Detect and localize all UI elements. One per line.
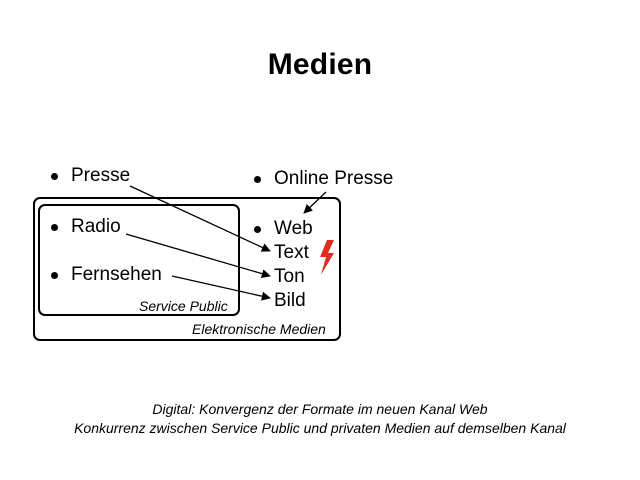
slide-title: Medien — [267, 48, 373, 81]
item-bild: Bild — [274, 290, 306, 311]
item-text: Text — [274, 242, 309, 263]
arrow-presse-to-text — [129, 185, 271, 252]
elektronische-medien-box — [33, 197, 341, 341]
bullet-icon — [254, 176, 261, 183]
caption-konkurrenz: Konkurrenz zwischen Service Public und p… — [74, 420, 566, 436]
bullet-icon — [51, 272, 58, 279]
elektronische-medien-label: Elektronische Medien — [192, 321, 326, 337]
lightning-bolt-icon — [320, 240, 334, 275]
bullet-icon — [254, 226, 261, 233]
bullet-icon — [51, 224, 58, 231]
item-ton: Ton — [274, 266, 305, 287]
arrow-online-presse-to-web — [303, 191, 327, 214]
arrow-radio-to-ton — [125, 233, 271, 279]
caption-konvergenz: Digital: Konvergenz der Formate im neuen… — [152, 401, 488, 417]
service-public-label: Service Public — [139, 298, 228, 314]
item-presse: Presse — [71, 165, 131, 186]
item-online-presse: Online Presse — [274, 168, 394, 189]
item-web: Web — [274, 218, 313, 239]
arrow-fernsehen-to-bild — [171, 275, 271, 301]
item-radio: Radio — [71, 216, 121, 237]
bullet-icon — [51, 173, 58, 180]
service-public-box — [38, 204, 240, 316]
item-fernsehen: Fernsehen — [71, 264, 162, 285]
